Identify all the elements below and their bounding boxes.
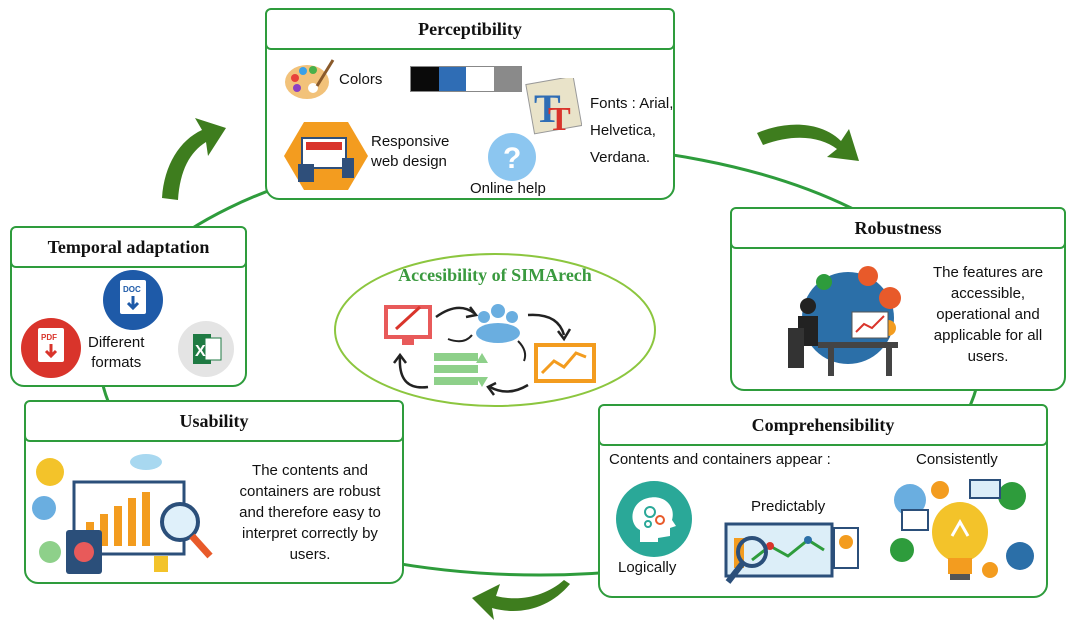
comprehensibility-title: Comprehensibility [598,404,1048,446]
logically-label: Logically [618,559,677,576]
excel-file-icon: X [178,321,234,377]
dashboard-icon [724,522,859,584]
fonts-icon: T T [525,78,582,136]
arrow-right-icon [757,124,859,161]
predictably-label: Predictably [751,498,826,515]
consistently-label: Consistently [916,451,998,468]
swatch-white [466,67,494,91]
swatch-black [411,67,439,91]
arrow-left-icon [472,580,570,620]
gear-head-icon [616,481,692,557]
doc-file-icon: DOC [103,270,163,330]
palette-icon [285,59,335,99]
comprehensibility-intro: Contents and containers appear : [609,451,831,468]
svg-text:T: T [548,101,571,136]
usability-title: Usability [24,400,404,442]
colors-label: Colors [339,71,383,88]
swatch-gray [493,67,521,91]
svg-text:?: ? [503,142,521,175]
fonts-label: Fonts : Arial, Helvetica, Verdana. [590,95,674,166]
analytics-icon [32,454,213,574]
pdf-label: PDF [41,333,57,342]
xls-label: X [195,343,206,360]
svg-text:T: T [534,86,561,131]
online-help-label: Online help [470,180,546,197]
center-title: Accesibility of SIMArech [398,265,592,285]
arrow-up-icon [162,118,226,200]
robustness-title: Robustness [730,207,1066,249]
doc-label: DOC [123,285,141,294]
responsive-icon [284,122,368,190]
perceptibility-title: Perceptibility [265,8,675,50]
usability-text: The contents and containers are robust a… [239,462,381,563]
swatch-blue [438,67,466,91]
color-swatches [410,66,522,92]
help-icon: ? [488,133,536,181]
responsive-label: Responsive web design [371,133,450,170]
lightbulb-gears-icon [890,479,1034,580]
robustness-text: The features are accessible, operational… [932,264,1044,365]
office-worker-icon [788,266,901,376]
temporal-title: Temporal adaptation [10,226,247,268]
pdf-file-icon: PDF [21,318,81,378]
cycle-arrows-icon [384,304,596,396]
formats-label: Different formats [88,334,145,371]
